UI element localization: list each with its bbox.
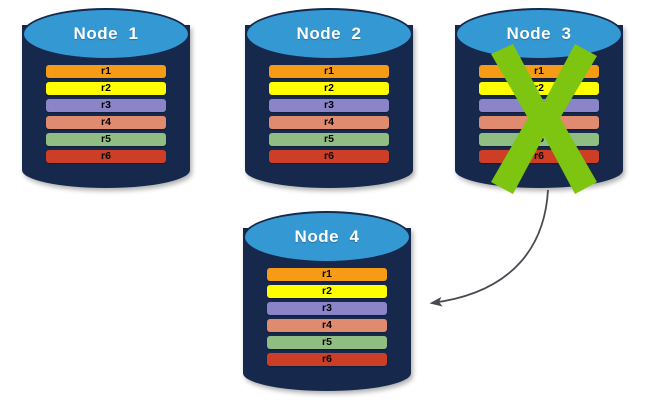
database-node-1[interactable]: Node 1 r1 r2 r3 r4 r5 r6 [22, 8, 190, 188]
node-3-record-list: r1 r2 r3 r4 r5 r6 [478, 65, 600, 163]
record-row-r4[interactable]: r4 [45, 116, 167, 129]
record-row-r2[interactable]: r2 [268, 82, 390, 95]
record-row-r5[interactable]: r5 [268, 133, 390, 146]
record-row-r4[interactable]: r4 [478, 116, 600, 129]
record-row-r5[interactable]: r5 [266, 336, 388, 349]
record-row-r1[interactable]: r1 [478, 65, 600, 78]
record-row-r6[interactable]: r6 [266, 353, 388, 366]
record-row-r6[interactable]: r6 [268, 150, 390, 163]
cylinder-top-ellipse-node-2 [245, 8, 413, 60]
failover-arrow [429, 189, 549, 307]
record-row-r3[interactable]: r3 [266, 302, 388, 315]
record-row-r6[interactable]: r6 [478, 150, 600, 163]
database-node-3[interactable]: Node 3 r1 r2 r3 r4 r5 r6 [455, 8, 623, 188]
node-4-record-list: r1 r2 r3 r4 r5 r6 [266, 268, 388, 366]
record-row-r1[interactable]: r1 [266, 268, 388, 281]
record-row-r2[interactable]: r2 [266, 285, 388, 298]
node-1-record-list: r1 r2 r3 r4 r5 r6 [45, 65, 167, 163]
database-node-2[interactable]: Node 2 r1 r2 r3 r4 r5 r6 [245, 8, 413, 188]
record-row-r5[interactable]: r5 [478, 133, 600, 146]
database-node-4[interactable]: Node 4 r1 r2 r3 r4 r5 r6 [243, 211, 411, 391]
record-row-r2[interactable]: r2 [478, 82, 600, 95]
node-1-title: Node 1 [73, 24, 139, 43]
record-row-r2[interactable]: r2 [45, 82, 167, 95]
record-row-r3[interactable]: r3 [45, 99, 167, 112]
record-row-r1[interactable]: r1 [268, 65, 390, 78]
node-3-title: Node 3 [506, 24, 572, 43]
record-row-r4[interactable]: r4 [266, 319, 388, 332]
node-2-record-list: r1 r2 r3 r4 r5 r6 [268, 65, 390, 163]
record-row-r4[interactable]: r4 [268, 116, 390, 129]
node-2-title: Node 2 [296, 24, 362, 43]
record-row-r6[interactable]: r6 [45, 150, 167, 163]
cylinder-top-ellipse-node-1 [22, 8, 190, 60]
cylinder-top-ellipse-node-4 [243, 211, 411, 263]
record-row-r3[interactable]: r3 [268, 99, 390, 112]
node-4-title: Node 4 [294, 227, 360, 246]
record-row-r3[interactable]: r3 [478, 99, 600, 112]
record-row-r1[interactable]: r1 [45, 65, 167, 78]
record-row-r5[interactable]: r5 [45, 133, 167, 146]
